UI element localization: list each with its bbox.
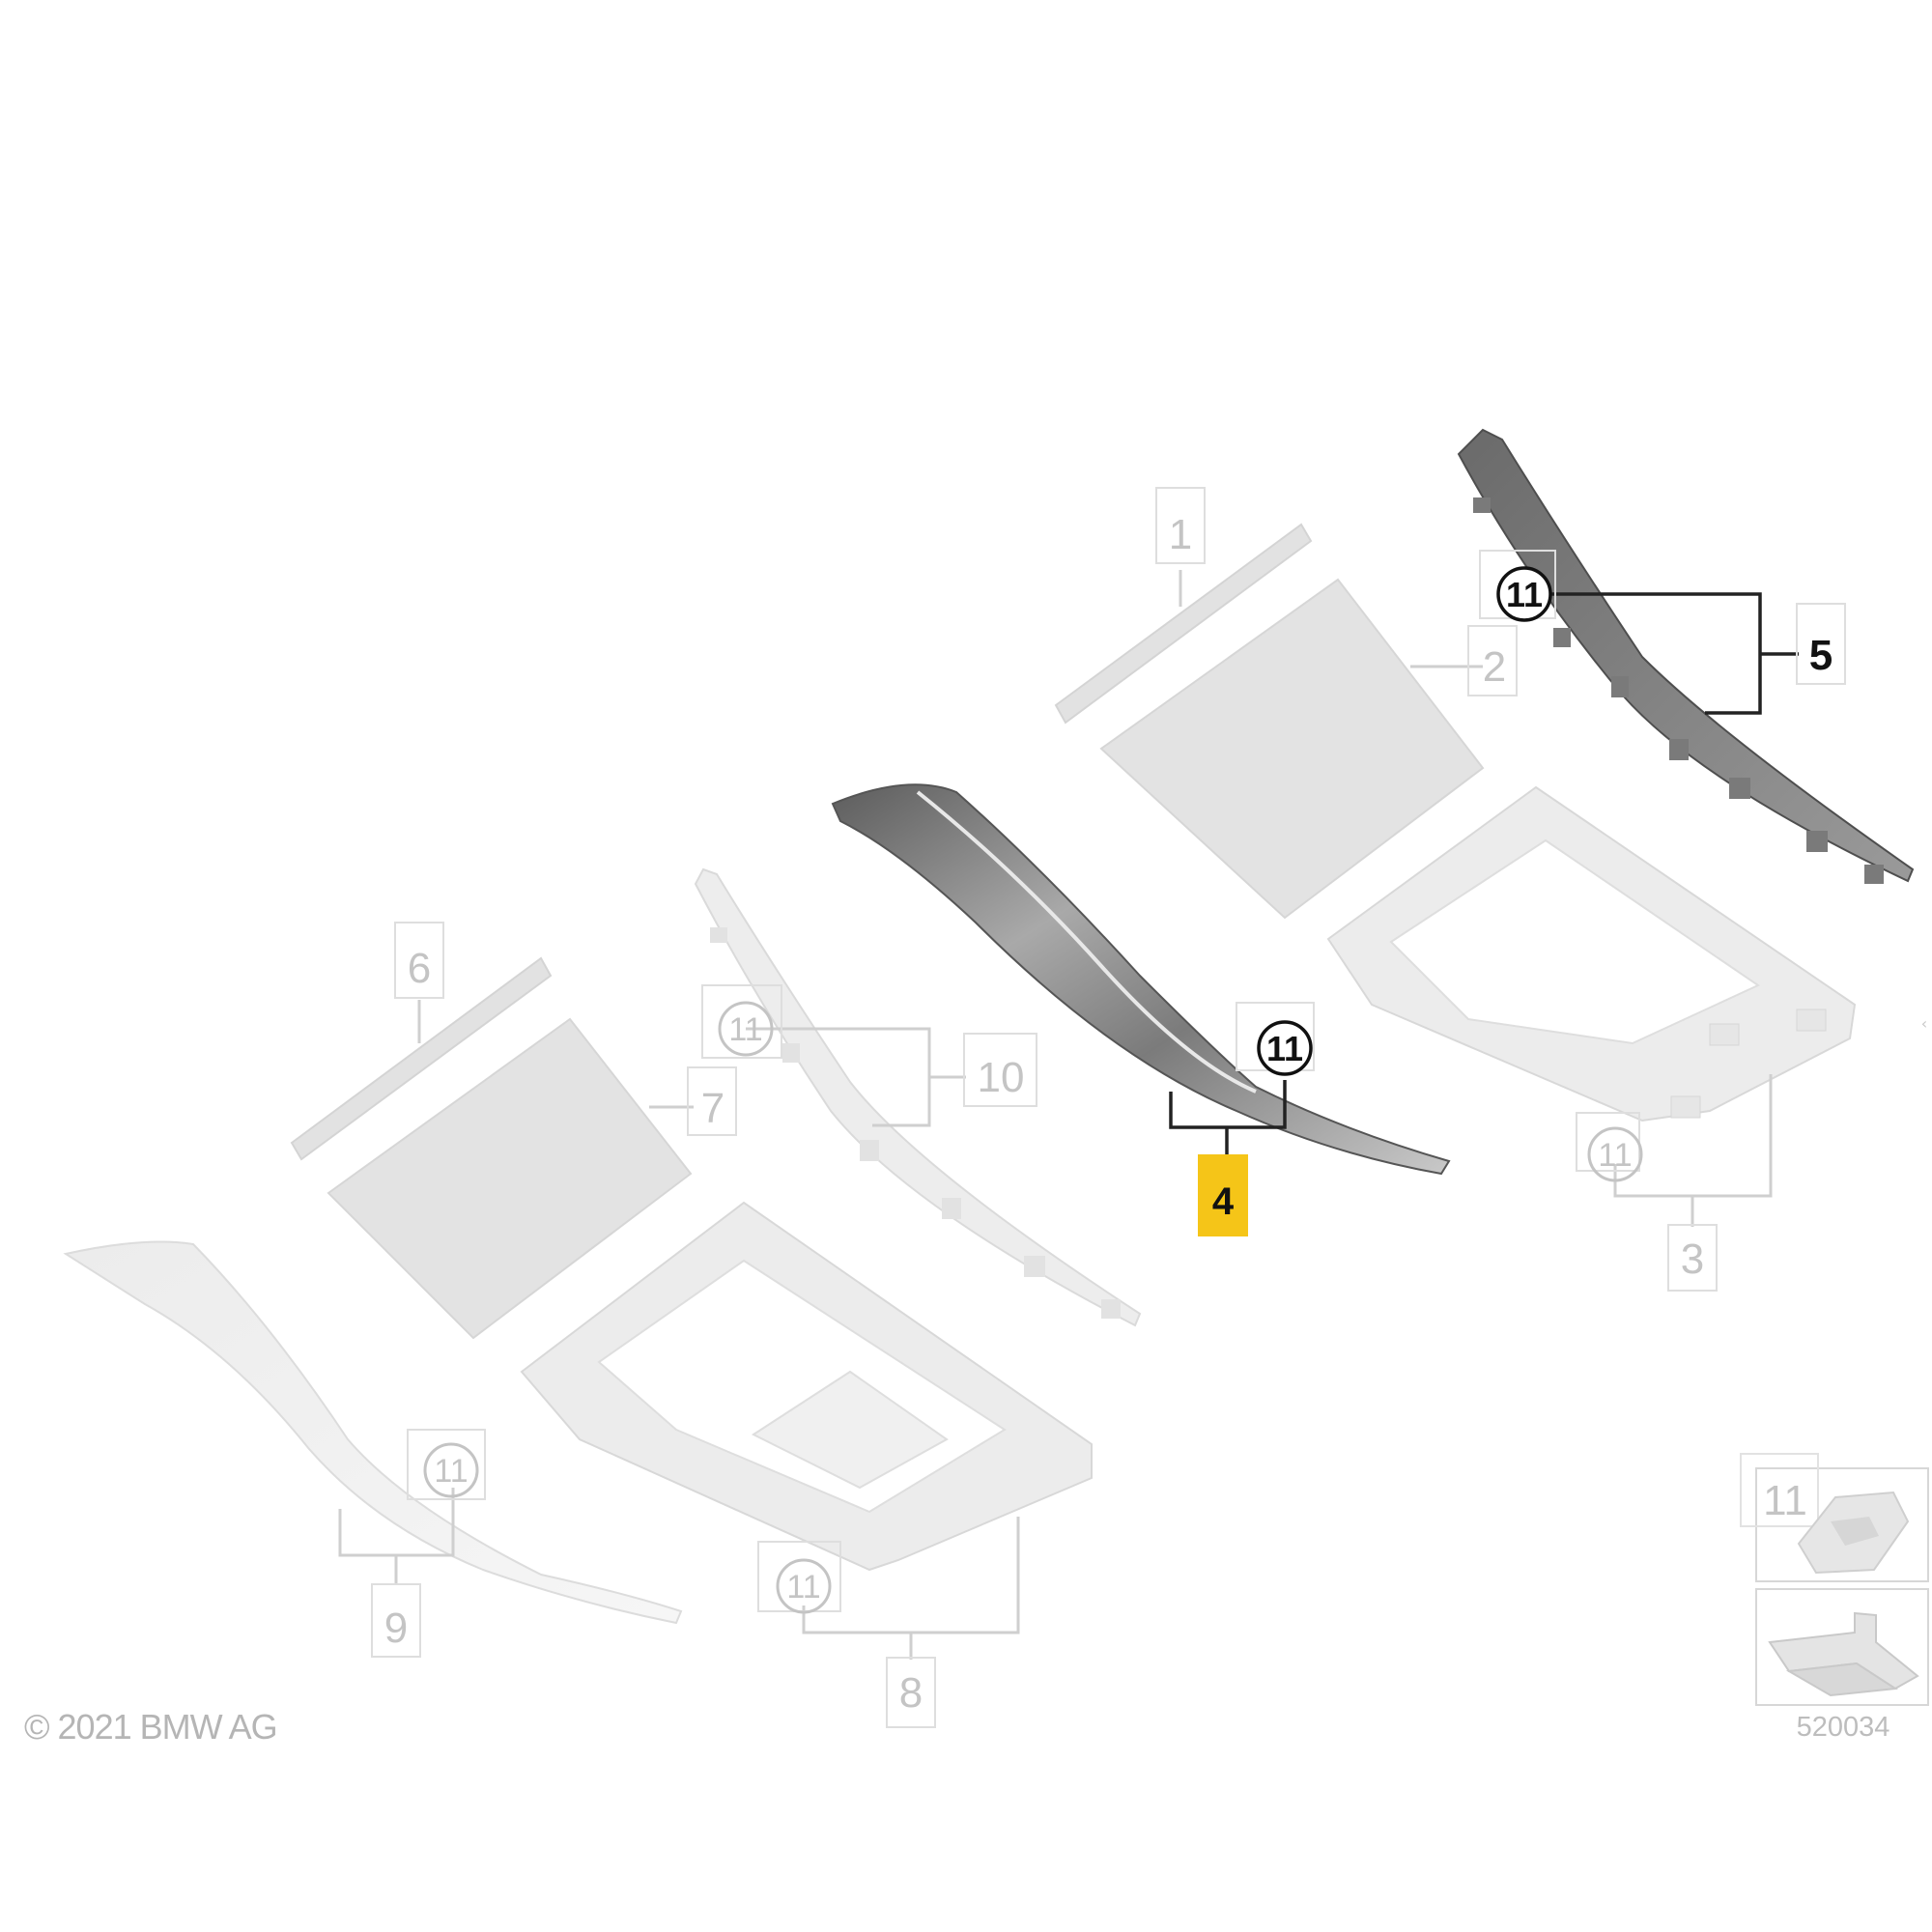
highlight-box-4	[1198, 1154, 1248, 1236]
clip-icon	[1797, 1491, 1910, 1575]
callout-8[interactable]: 8	[899, 1669, 923, 1717]
callout-box-9	[371, 1583, 421, 1658]
part-4-trim	[831, 783, 1451, 1176]
part-5-rail	[1457, 428, 1915, 884]
callout-box-8	[886, 1657, 936, 1728]
callout-5[interactable]: 5	[1809, 632, 1833, 679]
part-10-rail	[694, 867, 1142, 1327]
callout-10[interactable]: 10	[978, 1054, 1025, 1101]
callout-box-6	[394, 922, 444, 999]
callout-11-circle-part8	[776, 1558, 832, 1614]
callout-box-1	[1155, 487, 1206, 564]
callout-3[interactable]: 3	[1681, 1236, 1704, 1283]
callout-9[interactable]: 9	[384, 1605, 408, 1652]
callout-11-part4[interactable]: 11	[1266, 1029, 1303, 1068]
figure-number: 520034	[1797, 1712, 1890, 1743]
part-2-panel	[1099, 578, 1485, 920]
callout-box-7	[687, 1066, 737, 1136]
callout-4[interactable]: 4	[1212, 1180, 1235, 1223]
callout-7[interactable]: 7	[701, 1085, 724, 1132]
part-9-trim	[63, 1240, 683, 1625]
callout-11-part9[interactable]: 11	[434, 1453, 468, 1490]
legend-box: 11 520034	[1740, 1453, 1929, 1743]
callout-box-11-part10	[701, 984, 782, 1059]
legend-number-frame	[1740, 1453, 1819, 1527]
callout-11-part5[interactable]: 11	[1506, 575, 1543, 614]
callout-11-circle-part10	[718, 1001, 774, 1057]
callout-11-circle-part5	[1496, 566, 1552, 622]
callout-11-circle-part3	[1587, 1126, 1643, 1182]
callout-11-part8[interactable]: 11	[786, 1569, 820, 1605]
callout-11-part10[interactable]: 11	[728, 1011, 762, 1048]
copyright-text: © 2021 BMW AG	[24, 1707, 277, 1747]
chevron-left-icon[interactable]: ‹	[1921, 1014, 1927, 1033]
callout-1[interactable]: 1	[1169, 511, 1192, 558]
callout-6[interactable]: 6	[408, 945, 431, 992]
callout-11-part3[interactable]: 11	[1598, 1137, 1632, 1174]
part-8-frame	[520, 1201, 1093, 1572]
section-arrow-icon	[1768, 1611, 1919, 1697]
part-6-strip	[290, 956, 553, 1161]
callout-box-3	[1667, 1224, 1718, 1292]
part-1-strip	[1054, 523, 1313, 724]
callout-2[interactable]: 2	[1483, 643, 1506, 691]
callout-11-circle-part9	[423, 1442, 479, 1498]
callout-11-circle-part4	[1257, 1020, 1313, 1076]
callout-box-10	[963, 1033, 1037, 1107]
part-7-panel	[327, 1017, 693, 1340]
callout-box-11-part9	[407, 1429, 486, 1500]
legend-part-number: 11	[1763, 1477, 1807, 1524]
callout-box-2	[1467, 625, 1518, 696]
part-3-frame	[1326, 785, 1857, 1122]
callout-box-5	[1796, 603, 1846, 685]
